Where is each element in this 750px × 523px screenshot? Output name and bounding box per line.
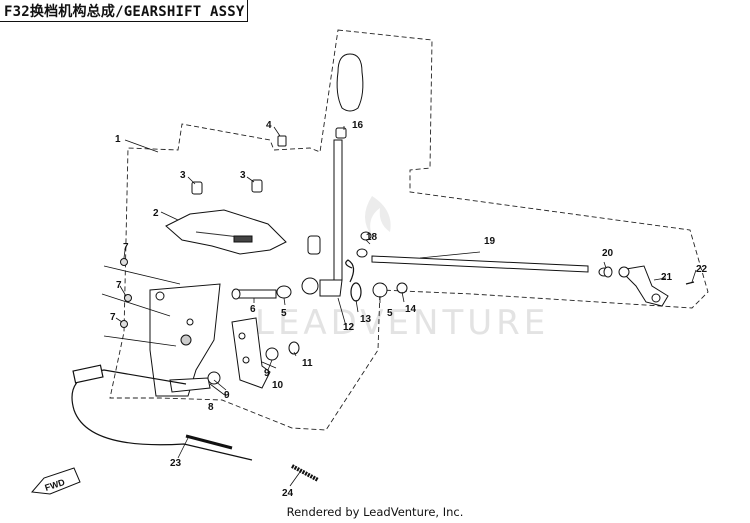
callout-18: 18 bbox=[366, 232, 378, 243]
callout-21: 21 bbox=[661, 272, 673, 283]
callout-12: 12 bbox=[343, 322, 355, 333]
callout-3b: 3 bbox=[240, 170, 246, 181]
callout-10: 10 bbox=[272, 380, 284, 391]
return-spring bbox=[345, 259, 362, 302]
callout-8: 8 bbox=[208, 402, 214, 413]
callout-7a: 7 bbox=[123, 242, 129, 253]
callout-7c: 7 bbox=[110, 312, 116, 323]
page-title: F32换档机构总成/GEARSHIFT ASSY bbox=[4, 3, 245, 20]
assembly-boundary bbox=[109, 29, 709, 431]
callout-labels: 1 2 3 3 4 5 5 6 7 7 7 8 9 9 10 11 12 13 … bbox=[110, 120, 708, 499]
callout-5a: 5 bbox=[281, 308, 287, 319]
callout-1: 1 bbox=[115, 134, 121, 145]
watermark: LEADVENTURE bbox=[255, 196, 549, 343]
watermark-text: LEADVENTURE bbox=[255, 303, 549, 343]
callout-5b: 5 bbox=[387, 308, 393, 319]
callout-3a: 3 bbox=[180, 170, 186, 181]
washers-bushings bbox=[207, 231, 613, 385]
callout-14: 14 bbox=[405, 304, 417, 315]
callout-9b: 9 bbox=[264, 368, 270, 379]
callout-2: 2 bbox=[153, 208, 159, 219]
page-title-box: F32换档机构总成/GEARSHIFT ASSY bbox=[0, 0, 248, 22]
shift-knob bbox=[335, 53, 364, 139]
callout-6: 6 bbox=[250, 304, 256, 315]
callout-9a: 9 bbox=[224, 390, 230, 401]
bolts-3 bbox=[191, 135, 287, 195]
bolts-7 bbox=[120, 258, 132, 328]
shift-link-arm bbox=[618, 265, 669, 307]
callout-11: 11 bbox=[302, 358, 313, 369]
shift-rod bbox=[356, 248, 610, 277]
callout-16: 16 bbox=[352, 120, 364, 131]
callout-4: 4 bbox=[266, 120, 272, 131]
callout-24: 24 bbox=[282, 488, 294, 499]
leader-lines bbox=[101, 126, 697, 487]
callout-20: 20 bbox=[602, 248, 614, 259]
bolt-22 bbox=[685, 281, 695, 285]
shift-cable bbox=[71, 364, 319, 482]
shift-lever bbox=[301, 139, 343, 297]
console-cover bbox=[165, 209, 287, 255]
fwd-arrow-icon: FWD bbox=[31, 467, 81, 495]
callout-19: 19 bbox=[484, 236, 496, 247]
callout-7b: 7 bbox=[116, 280, 122, 291]
pin-6 bbox=[231, 288, 277, 300]
callout-22: 22 bbox=[696, 264, 708, 275]
footer-credit: Rendered by LeadVenture, Inc. bbox=[286, 505, 464, 519]
callout-13: 13 bbox=[360, 314, 372, 325]
mounting-bracket bbox=[149, 283, 221, 397]
watermark-flame-icon bbox=[365, 196, 391, 236]
pivot-bracket bbox=[231, 317, 271, 389]
callout-23: 23 bbox=[170, 458, 182, 469]
